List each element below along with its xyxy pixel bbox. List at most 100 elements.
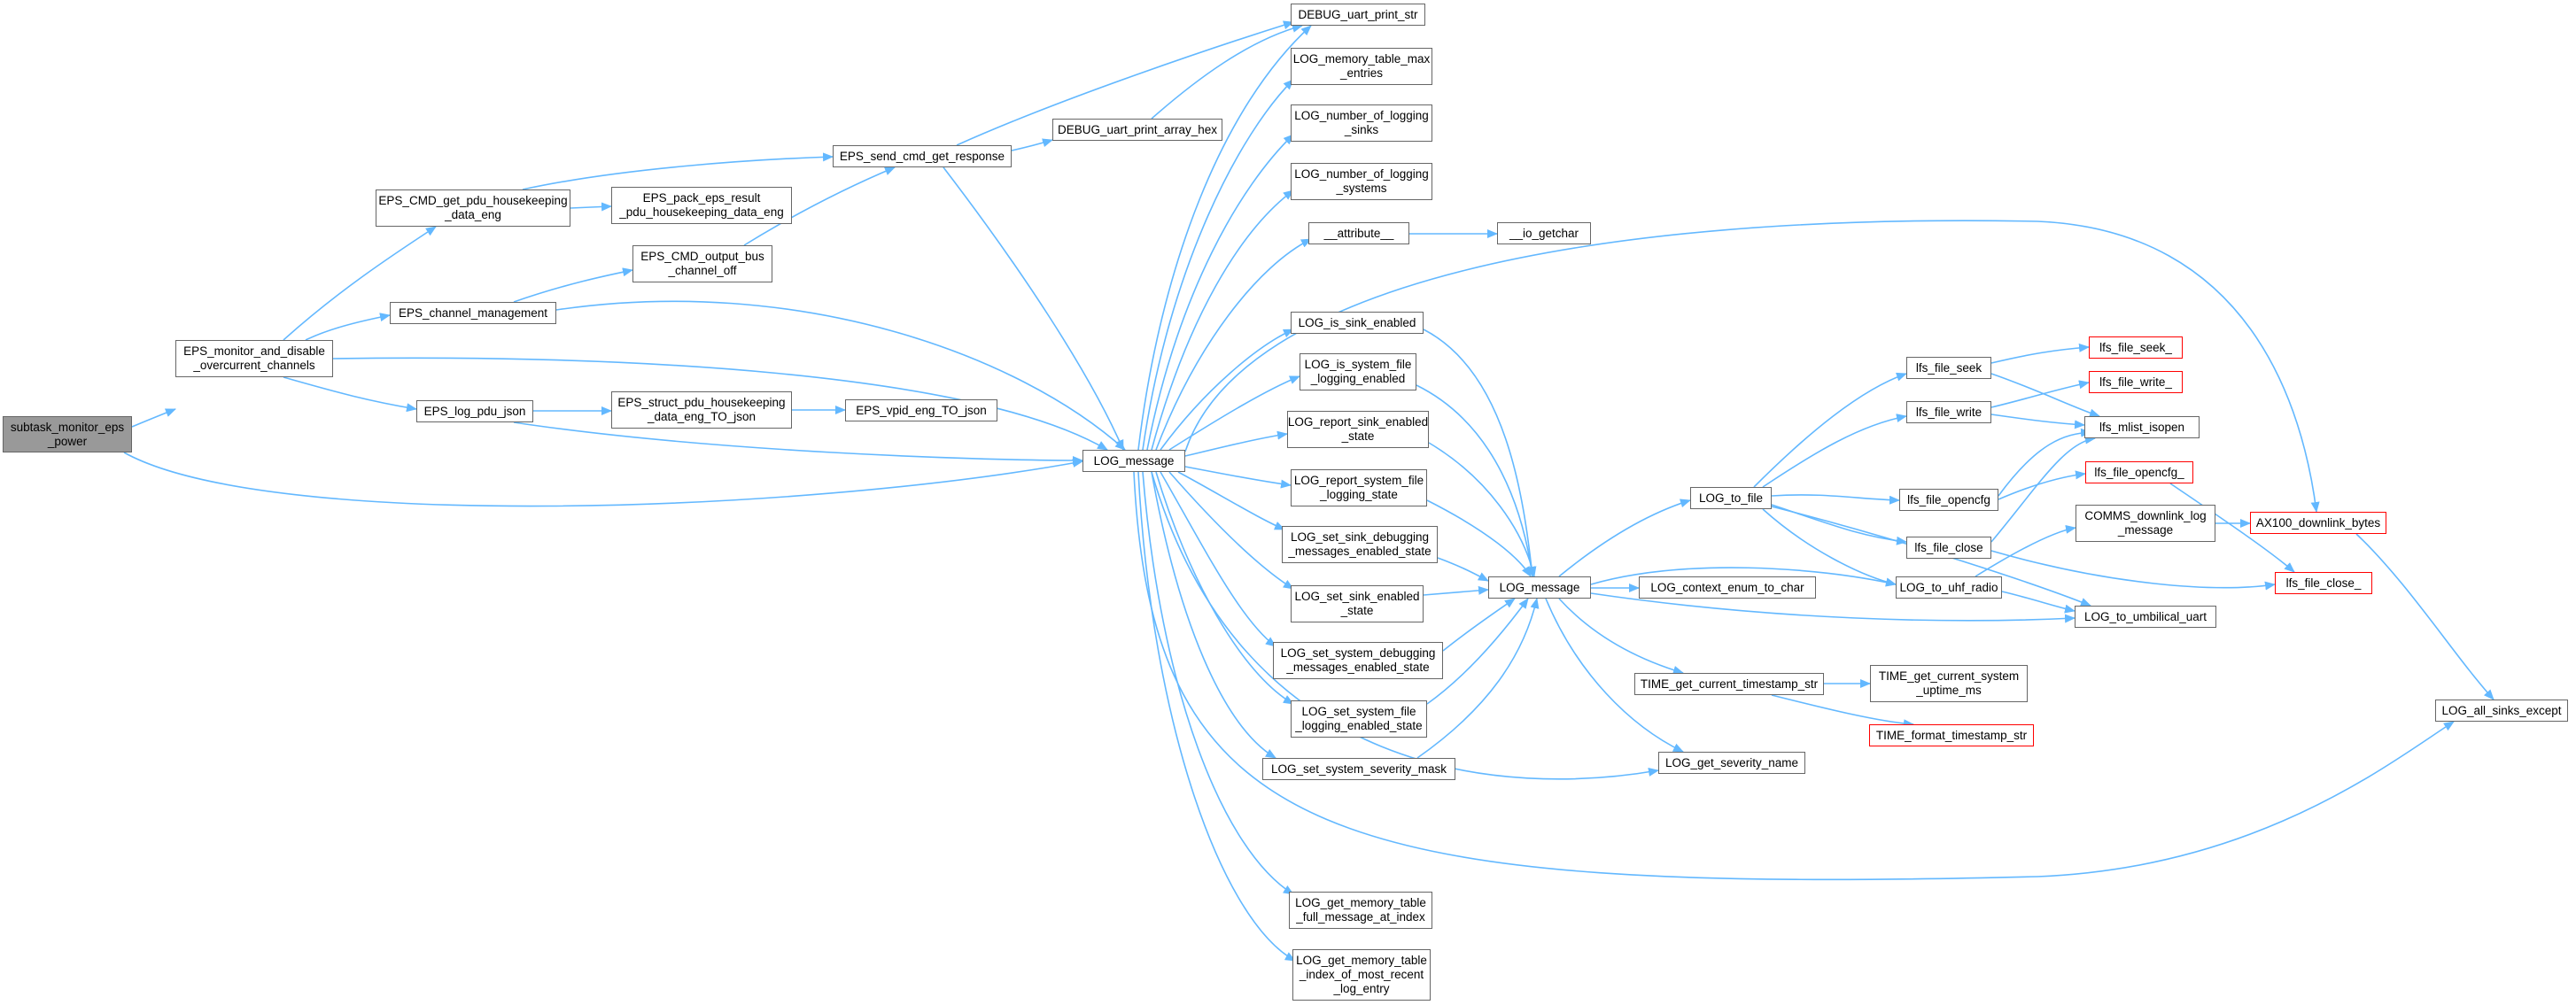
edge-log-message-2-to-ts-str [1558,598,1684,675]
node-eps-monitor-and-disable-overcurrent-channels[interactable]: EPS_monitor_and_disable _overcurrent_cha… [175,340,333,377]
node-lfs-file-write[interactable]: lfs_file_write [1906,401,1991,423]
edge-log-message-2-to-to-umb [1590,592,2076,623]
edge-monitor-to-get-pdu-hk [283,226,437,341]
node-log-number-of-logging-sinks[interactable]: LOG_number_of_logging _sinks [1291,104,1432,142]
edge-log-to-file-to-lfs-close [1771,504,1907,545]
node-log-set-system-severity-mask[interactable]: LOG_set_system_severity_mask [1262,758,1455,780]
node-lfs-file-close[interactable]: lfs_file_close [1906,537,1991,559]
edge-log-message-to-set-sys-file [1155,471,1294,705]
node-log-message-primary[interactable]: LOG_message [1082,450,1185,472]
node-ax100-downlink-bytes[interactable]: AX100_downlink_bytes [2250,512,2386,534]
edge-output-off-to-send-cmd [743,166,896,246]
edge-log-message-to-set-sev-mask [1151,471,1276,759]
edge-chan-mgmt-to-log-message [555,300,1126,451]
edge-log-message-to-is-sink-enabled [1160,329,1294,451]
node-log-context-enum-to-char[interactable]: LOG_context_enum_to_char [1639,576,1816,599]
edge-set-sink-enabled-to-log-message-2 [1423,585,1489,596]
edge-log-to-file-to-lfs-opencfg [1771,494,1900,505]
node-log-message-secondary[interactable]: LOG_message [1488,576,1591,599]
node-log-is-sink-enabled[interactable]: LOG_is_sink_enabled [1291,312,1424,334]
edge-lfs-seek-to-mlist [1990,373,2100,418]
edge-log-message-2-to-to-uhf [1590,567,1897,587]
node-eps-pack-eps-result[interactable]: EPS_pack_eps_result _pdu_housekeeping_da… [611,187,792,224]
edge-lfs-opencfg-underscore-to-lfs-close-underscore [2169,483,2295,573]
edge-log-message-to-ax100 [1184,220,2320,513]
node-eps-vpid-eng-to-json[interactable]: EPS_vpid_eng_TO_json [845,399,997,421]
node-log-set-system-file-logging-enabled-state[interactable]: LOG_set_system_file _logging_enabled_sta… [1291,700,1427,738]
edge-log-message-to-set-sys-debug [1160,471,1276,647]
edge-get-pdu-hk-to-pack [570,202,612,212]
edge-monitor-to-log-message [332,357,1108,451]
edge-print-hex-to-print-str [1151,24,1303,120]
edge-log-message-2-to-sev-name [1545,598,1684,753]
edge-log-message-to-set-sink-enabled [1168,471,1294,590]
edge-get-pdu-hk-to-send-cmd [522,152,834,190]
edge-ts-str-to-fmt-ts [1771,694,1914,729]
node-log-to-file[interactable]: LOG_to_file [1690,487,1772,509]
node-lfs-file-seek[interactable]: lfs_file_seek [1906,357,1991,379]
node-lfs-mlist-isopen[interactable]: lfs_mlist_isopen [2084,416,2200,438]
edge-lfs-write-to-mlist [1990,414,2085,429]
node-eps-struct-pdu-housekeeping-json[interactable]: EPS_struct_pdu_housekeeping _data_eng_TO… [611,391,792,429]
node-log-get-memory-table-index-of-most-recent-log-entry[interactable]: LOG_get_memory_table _index_of_most_rece… [1292,949,1431,1001]
edge-lfs-close-to-mlist [1990,435,2096,543]
edge-lfs-opencfg-to-mlist [1998,428,2091,497]
node-log-memory-table-max-entries[interactable]: LOG_memory_table_max _entries [1291,48,1432,85]
node-log-set-sink-debugging-messages-enabled-state[interactable]: LOG_set_sink_debugging _messages_enabled… [1282,526,1438,563]
node-debug-uart-print-array-hex[interactable]: DEBUG_uart_print_array_hex [1052,119,1222,141]
edge-set-sev-mask-to-log-message-2 [1416,598,1540,759]
edge-is-sys-file-to-log-message-2 [1416,384,1536,577]
edge-log-message-to-num-systems [1151,189,1294,451]
node-comms-downlink-log-message[interactable]: COMMS_downlink_log _message [2076,505,2215,542]
node-lfs-file-close-underscore[interactable]: lfs_file_close_ [2275,572,2372,594]
edge-lfs-close-to-lfs-close-underscore [1990,550,2276,591]
edge-root-to-log-message [123,452,1083,507]
node-log-number-of-logging-systems[interactable]: LOG_number_of_logging _systems [1291,163,1432,200]
node-lfs-file-seek-underscore[interactable]: lfs_file_seek_ [2089,336,2183,359]
node-log-get-severity-name[interactable]: LOG_get_severity_name [1658,752,1805,774]
edge-lfs-seek-to-lfs-seek-underscore [1990,343,2090,364]
node-time-get-current-system-uptime-ms[interactable]: TIME_get_current_system _uptime_ms [1870,665,2028,702]
edge-to-uhf-to-comms-dl [1975,524,2076,577]
node-eps-cmd-output-bus-channel-off[interactable]: EPS_CMD_output_bus _channel_off [632,245,772,282]
edge-lfs-opencfg-to-lfs-opencfg-underscore [1998,470,2086,500]
node-eps-send-cmd-get-response[interactable]: EPS_send_cmd_get_response [833,145,1012,167]
node-lfs-file-opencfg-underscore[interactable]: lfs_file_opencfg_ [2085,461,2193,483]
edge-log-to-file-to-to-umb [1771,506,2091,607]
node-log-set-sink-enabled-state[interactable]: LOG_set_sink_enabled _state [1291,585,1424,622]
edge-log-message-to-mem-max [1142,79,1294,451]
node-log-report-sink-enabled-state[interactable]: LOG_report_sink_enabled _state [1287,411,1429,448]
node-eps-cmd-get-pdu-housekeeping-data-eng[interactable]: EPS_CMD_get_pdu_housekeeping _data_eng [376,189,570,227]
node-log-is-system-file-logging-enabled[interactable]: LOG_is_system_file _logging_enabled [1300,353,1416,390]
edge-log-message-to-report-sys-file [1184,466,1292,489]
edge-report-sink-to-log-message-2 [1428,442,1537,577]
edge-is-sink-enabled-to-log-message-2 [1423,329,1536,577]
node-eps-channel-management[interactable]: EPS_channel_management [390,302,556,324]
node-log-to-uhf-radio[interactable]: LOG_to_uhf_radio [1896,576,2002,599]
node-lfs-file-write-underscore[interactable]: lfs_file_write_ [2089,371,2183,393]
node-subtask-monitor-eps-power: subtask_monitor_eps _power [3,416,132,452]
edge-log-pdu-json-to-log-message [513,421,1083,465]
node-debug-uart-print-str[interactable]: DEBUG_uart_print_str [1291,4,1425,26]
edge-monitor-to-log-pdu-json [283,376,417,413]
node-time-format-timestamp-str[interactable]: TIME_format_timestamp_str [1869,724,2034,746]
node-log-set-system-debugging-messages-enabled-state[interactable]: LOG_set_system_debugging _messages_enabl… [1273,642,1443,679]
node-log-get-memory-table-full-message-at-index[interactable]: LOG_get_memory_table _full_message_at_in… [1289,892,1432,929]
node-io-getchar[interactable]: __io_getchar [1497,222,1591,244]
node-attribute[interactable]: __attribute__ [1308,222,1409,244]
edge-log-message-to-report-sink [1184,430,1288,457]
node-time-get-current-timestamp-str[interactable]: TIME_get_current_timestamp_str [1634,673,1824,695]
edge-log-message-to-get-full-msg [1142,471,1294,895]
node-log-report-system-file-logging-state[interactable]: LOG_report_system_file _logging_state [1291,469,1427,506]
node-log-to-umbilical-uart[interactable]: LOG_to_umbilical_uart [2075,606,2216,628]
node-log-all-sinks-except[interactable]: LOG_all_sinks_except [2435,700,2568,722]
edge-log-to-file-to-lfs-write [1762,414,1907,488]
edge-log-to-file-to-to-uhf [1762,508,1897,587]
edge-send-cmd-to-log-message [943,166,1124,451]
edge-lfs-write-to-lfs-write-underscore [1990,380,2090,408]
edge-log-message-to-attribute [1155,238,1312,451]
node-lfs-file-opencfg[interactable]: lfs_file_opencfg [1899,489,1998,511]
edge-log-message-to-sev-name [1151,471,1659,780]
node-eps-log-pdu-json[interactable]: EPS_log_pdu_json [416,400,533,422]
